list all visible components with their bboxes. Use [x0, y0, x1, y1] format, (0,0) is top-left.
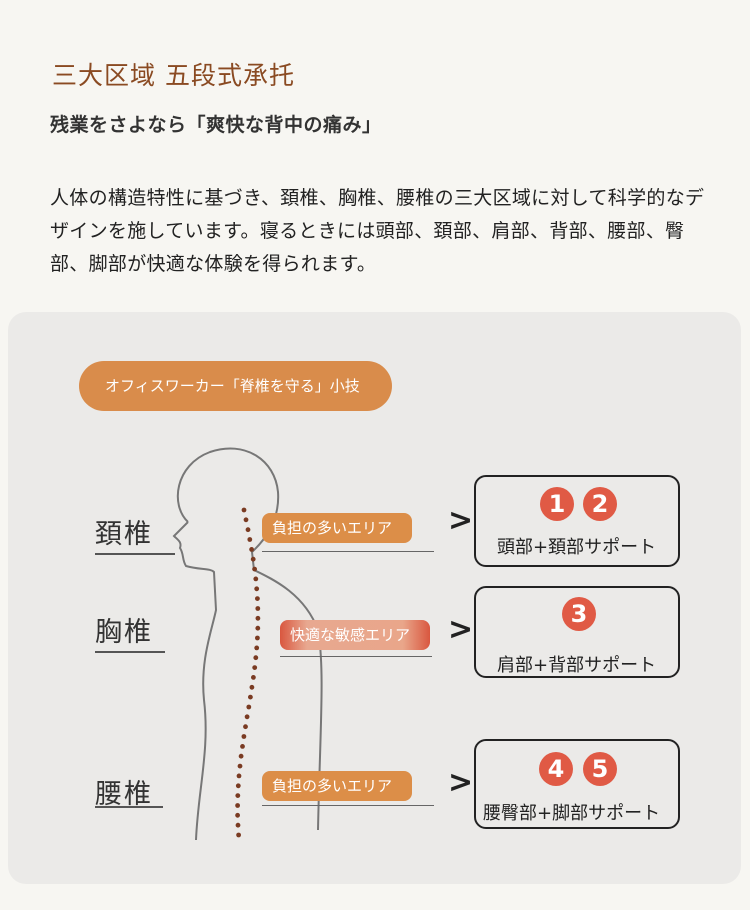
support-box-shoulder-back	[474, 586, 680, 678]
spine-dot	[243, 517, 249, 523]
spine-dot	[241, 507, 247, 513]
spine-dot	[235, 803, 240, 808]
number-badge: 2	[583, 487, 617, 521]
spine-dot	[254, 645, 260, 651]
description-text: 人体の構造特性に基づき、頚椎、胸椎、腰椎の三大区域に対して科学的なデザインを施し…	[50, 187, 705, 275]
support-text: 肩部+背部サポート	[497, 655, 657, 676]
tag-underline	[262, 805, 434, 806]
number-badge: 1	[540, 487, 574, 521]
spine-dot	[251, 675, 256, 680]
spine-dot	[238, 753, 244, 759]
region-label-thoracic: 胸椎	[95, 617, 153, 648]
support-text: 腰臀部+脚部サポート	[483, 803, 661, 824]
chevron-right-icon: >	[448, 612, 474, 647]
spine-dot	[236, 832, 241, 838]
support-box-waist-leg	[474, 739, 680, 829]
spine-dot	[255, 625, 261, 631]
region-label-lumbar: 腰椎	[95, 779, 153, 810]
spine-dot	[255, 615, 261, 621]
spine-dot	[235, 793, 241, 798]
spine-dot	[252, 665, 258, 670]
chevron-right-icon: >	[448, 503, 474, 538]
region-underline	[95, 806, 163, 808]
spine-dots	[235, 507, 261, 838]
tag-underline	[262, 551, 434, 552]
number-badge: 3	[562, 597, 596, 631]
region-underline	[95, 553, 175, 555]
chevron-right-icon: >	[448, 765, 474, 800]
region-underline	[95, 651, 165, 653]
spine-dot	[249, 684, 255, 690]
body-silhouette-illustration	[172, 447, 323, 841]
spine-dot	[253, 576, 259, 582]
spine-dot	[235, 812, 240, 818]
spine-dot	[246, 704, 252, 710]
spine-dot	[236, 773, 242, 779]
spine-dot	[254, 586, 260, 592]
tag-high-load-area: 負担の多いエリア	[262, 513, 412, 543]
spine-dot	[255, 606, 261, 611]
spine-dot	[241, 734, 247, 739]
spine-dot	[235, 783, 241, 789]
spine-dot	[253, 655, 259, 661]
spine-dot	[252, 566, 257, 572]
spine-dot	[244, 714, 250, 720]
spine-dot	[250, 556, 256, 562]
spine-dot	[255, 596, 260, 601]
page-title: 三大区域 五段式承托	[52, 61, 295, 90]
number-badge: 5	[583, 752, 617, 786]
tag-comfort-sensitive-area: 快適な敏感エリア	[280, 620, 430, 650]
spine-dot	[247, 537, 253, 542]
spine-dot	[248, 694, 253, 700]
number-badge: 4	[539, 752, 573, 786]
spine-dot	[240, 744, 245, 749]
page-subtitle: 残業をさよなら「爽快な背中の痛み」	[50, 114, 382, 136]
spine-dot	[249, 547, 254, 552]
tag-underline	[280, 656, 432, 657]
support-text: 頭部+頚部サポート	[497, 537, 657, 558]
spine-dot	[235, 822, 241, 828]
office-worker-pill: オフィスワーカー「脊椎を守る」小技	[79, 361, 392, 411]
spine-dot	[237, 763, 243, 769]
spine-dot	[245, 527, 251, 533]
support-box-head-neck	[474, 475, 680, 567]
spine-dot	[255, 635, 260, 641]
tag-high-load-area: 負担の多いエリア	[262, 771, 412, 801]
region-label-cervical: 頚椎	[95, 519, 153, 550]
spine-dot	[243, 724, 248, 730]
